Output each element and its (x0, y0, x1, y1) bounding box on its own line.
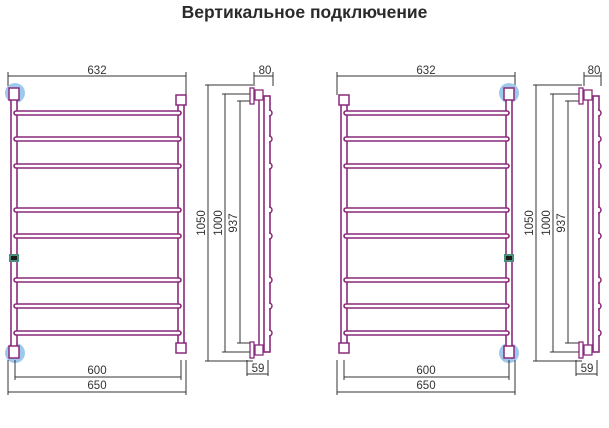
rail-end (597, 109, 602, 117)
rail-end (268, 329, 273, 337)
height-mid-label: 1000 (213, 210, 225, 236)
rail (13, 110, 182, 116)
bottom-right-fitting (503, 345, 515, 359)
rail (343, 110, 510, 116)
wall-bracket-hole (506, 256, 512, 260)
bottom-depth-label: 59 (252, 363, 265, 375)
rail (343, 277, 510, 283)
width-inner-label: 600 (416, 365, 435, 377)
rail-end (597, 302, 602, 310)
side-collector (592, 95, 600, 353)
rail (13, 207, 182, 213)
rail-end (597, 162, 602, 170)
side-collector (263, 95, 271, 353)
depth-label: 80 (588, 65, 601, 77)
rail-end (268, 302, 273, 310)
height-mid-label: 1000 (541, 210, 553, 236)
rail-end (268, 276, 273, 284)
rail-end (597, 329, 602, 337)
rail-end (268, 135, 273, 143)
rail (343, 233, 510, 239)
rail-ends-left (268, 109, 273, 337)
left-collector (340, 95, 348, 351)
rail-end (268, 232, 273, 240)
rail (343, 207, 510, 213)
width-outer-label: 650 (87, 380, 106, 392)
bottom-left-fitting (338, 342, 350, 354)
bottom-right-fitting (175, 342, 187, 354)
top-right-fitting (175, 94, 187, 106)
height-inner-label: 937 (556, 213, 568, 232)
width-top-label: 632 (87, 65, 106, 77)
rail-end (597, 232, 602, 240)
side-view-left: 80 1050 1000 937 59 (196, 65, 274, 376)
rail (343, 136, 510, 142)
rails-left (13, 110, 182, 336)
top-left-fitting (8, 87, 20, 101)
rail-end (597, 135, 602, 143)
front-view-left: 632 600 650 (5, 65, 187, 395)
rails-right (343, 110, 510, 336)
rail (13, 277, 182, 283)
page-title: Вертикальное подключение (181, 2, 428, 22)
top-right-fitting (503, 87, 515, 101)
height-total-label: 1050 (196, 210, 208, 236)
rail-end (268, 109, 273, 117)
rail-ends-right (597, 109, 602, 337)
rail (343, 303, 510, 309)
bottom-depth-label: 59 (581, 363, 594, 375)
front-view-right: 632 600 650 (336, 65, 519, 395)
rail (13, 163, 182, 169)
rail-end (597, 276, 602, 284)
width-inner-label: 600 (87, 365, 106, 377)
height-total-label: 1050 (524, 210, 536, 236)
right-collector (505, 95, 513, 351)
rail (13, 330, 182, 336)
rail (343, 330, 510, 336)
depth-label: 80 (259, 65, 272, 77)
height-inner-label: 937 (228, 213, 240, 232)
rail (343, 163, 510, 169)
bottom-left-fitting (8, 345, 20, 359)
rail (13, 233, 182, 239)
left-collector (10, 95, 18, 351)
top-left-fitting (338, 94, 350, 106)
width-outer-label: 650 (416, 380, 435, 392)
side-view-right: 80 1050 1000 937 59 (524, 65, 602, 376)
rail (13, 136, 182, 142)
wall-bracket-hole (11, 256, 17, 260)
rail-end (268, 206, 273, 214)
rail (13, 303, 182, 309)
right-collector (177, 95, 185, 351)
width-top-label: 632 (416, 65, 435, 77)
rail-end (597, 206, 602, 214)
rail-end (268, 162, 273, 170)
